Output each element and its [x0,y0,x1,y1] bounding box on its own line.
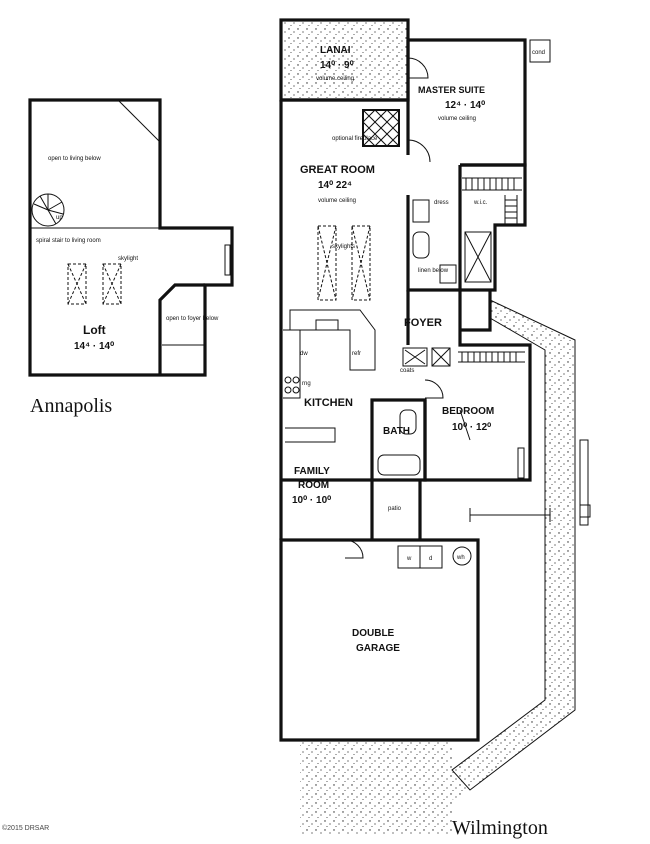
water-heater-label: wh [456,555,465,561]
cond-label: cond [532,50,545,56]
wilmington-title: Wilmington [452,817,548,839]
range-label: rng [302,381,311,387]
dryer-label: d [429,556,432,562]
open-to-foyer-label: open to foyer below [166,316,219,322]
family-room-label-line1: FAMILY [294,466,330,477]
lanai-note: volume ceiling [316,76,354,82]
master-suite-dimension: 12⁴ · 14⁰ [445,100,485,111]
washer-label: w [406,556,412,562]
great-room-note: volume ceiling [318,198,356,204]
skylight-label: skylight [118,256,138,262]
great-room-label: GREAT ROOM [300,164,375,176]
bedroom-dimension: 10⁰ · 12⁰ [452,422,491,433]
linen-label: linen below [418,268,449,274]
great-room-dimension: 14⁰ 22⁴ [318,180,352,191]
garage-label-line2: GARAGE [356,643,400,654]
lanai-dimension: 14⁰ · 9⁰ [320,60,354,71]
family-room-dimension: 10⁰ · 10⁰ [292,495,331,506]
lanai-label: LANAI [320,45,351,56]
bedroom-label: BEDROOM [442,406,494,417]
main-plan [279,18,591,835]
coats-label: coats [400,368,414,374]
loft-plan [28,98,234,377]
garage-label-line1: DOUBLE [352,628,395,639]
copyright-text: ©2015 DRSAR [2,824,49,832]
master-suite-note: volume ceiling [438,116,476,122]
wic-label: w.i.c. [473,200,488,206]
spiral-stair-label: spiral stair to living room [36,238,101,244]
fireplace-label: optional fireplace [332,136,378,142]
foyer-label: FOYER [404,317,442,329]
master-suite-label: MASTER SUITE [418,85,485,95]
skylights-label: skylights [332,244,355,250]
bath-label: BATH [383,426,410,437]
dishwasher-label: dw [300,351,308,357]
annapolis-title: Annapolis [30,395,112,417]
refrigerator-label: refr [352,351,361,357]
kitchen-label: KITCHEN [304,397,353,409]
open-to-living-label: open to living below [48,156,101,162]
stair-up-label: up [56,215,63,221]
family-room-label-line2: ROOM [298,480,329,491]
patio-label: patio [388,506,402,512]
loft-dimension: 14⁴ · 14⁰ [74,341,114,352]
loft-name-label: Loft [83,323,106,337]
dress-label: dress [434,200,449,206]
